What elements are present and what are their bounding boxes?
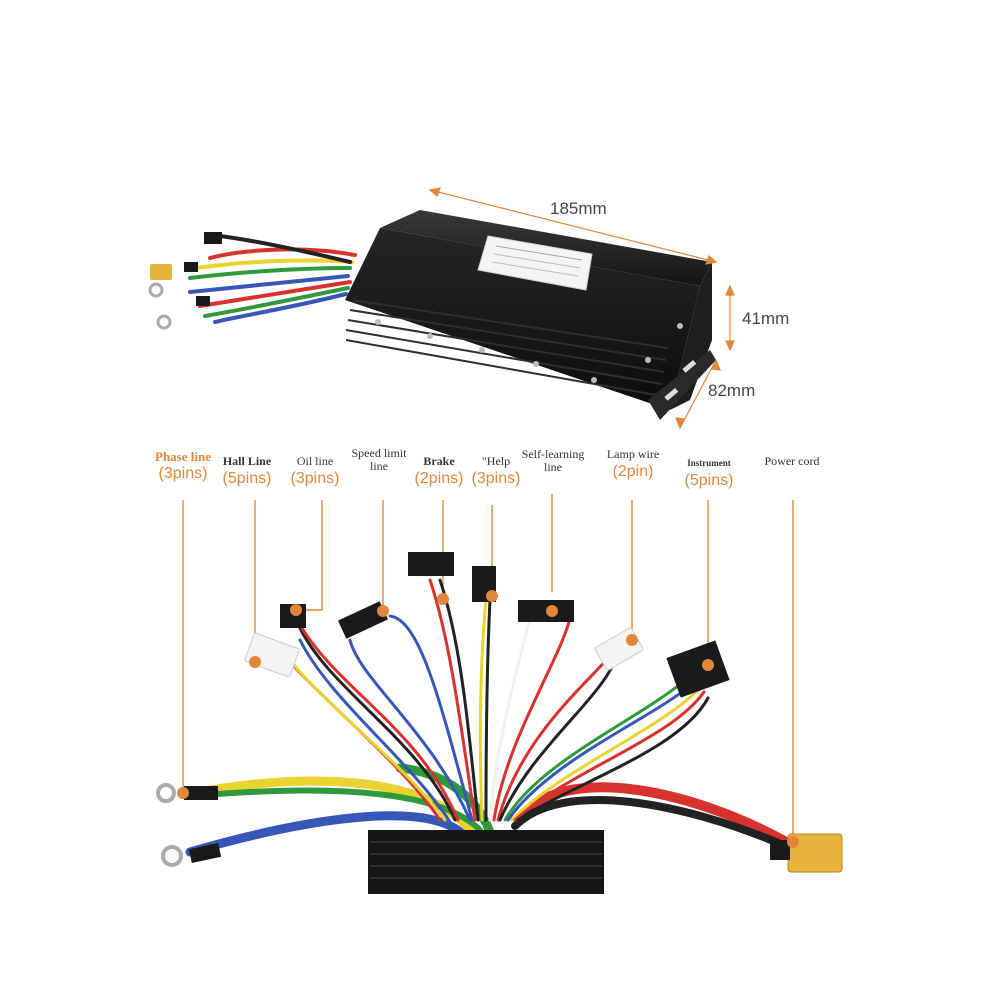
speed-limit-connector xyxy=(337,601,389,639)
wiring-harness-view xyxy=(156,494,843,894)
oil-line-label: Oil line (3pins) xyxy=(282,455,348,489)
brake-connector xyxy=(408,552,454,576)
lamp-wire-label: Lamp wire (2pin) xyxy=(605,448,661,482)
speed-limit-name: Speed limit line xyxy=(351,446,407,473)
instrument-name: Instrument xyxy=(687,458,731,468)
xt60-connector xyxy=(150,264,172,280)
instrument-connector xyxy=(666,640,730,698)
hall-line-label: Hall Line (5pins) xyxy=(212,455,282,489)
help-pins: (3pins) xyxy=(471,470,521,487)
help-label: "Help (3pins) xyxy=(463,455,529,489)
controller-top-view xyxy=(148,187,735,430)
brake-pins: (2pins) xyxy=(414,470,464,487)
oil-line-pins: (3pins) xyxy=(290,470,340,487)
controller-body xyxy=(368,830,604,894)
hall-line-name: Hall Line xyxy=(222,454,272,468)
hall-connector xyxy=(244,632,300,678)
height-dimension: 41mm xyxy=(742,309,790,328)
hall-line-pins: (5pins) xyxy=(222,470,272,487)
self-learning-name: Self-learning line xyxy=(521,447,585,474)
oil-line-name: Oil line xyxy=(296,454,334,468)
brake-label: Brake (2pins) xyxy=(406,455,472,489)
phase-ring-terminal xyxy=(156,783,176,803)
width-dimension: 82mm xyxy=(708,381,756,400)
help-name: "Help xyxy=(481,454,511,468)
instrument-pins: (5pins) xyxy=(684,472,734,489)
self-learning-label: Self-learning line xyxy=(514,448,592,474)
lamp-wire-pins: (2pin) xyxy=(612,463,654,480)
speed-limit-label: Speed limit line xyxy=(350,447,408,473)
lamp-wire-name: Lamp wire xyxy=(606,447,660,461)
brake-name: Brake xyxy=(423,454,455,468)
instrument-label: Instrument (5pins) xyxy=(676,457,742,491)
phase-line-name: Phase line xyxy=(155,449,211,464)
length-dimension: 185mm xyxy=(550,199,607,218)
power-cord-name: Power cord xyxy=(764,454,820,468)
phase-line-label: Phase line (3pins) xyxy=(143,450,223,484)
phase-line-pins: (3pins) xyxy=(158,465,208,482)
power-cord-label: Power cord xyxy=(752,455,832,468)
ring-terminal xyxy=(148,282,164,298)
